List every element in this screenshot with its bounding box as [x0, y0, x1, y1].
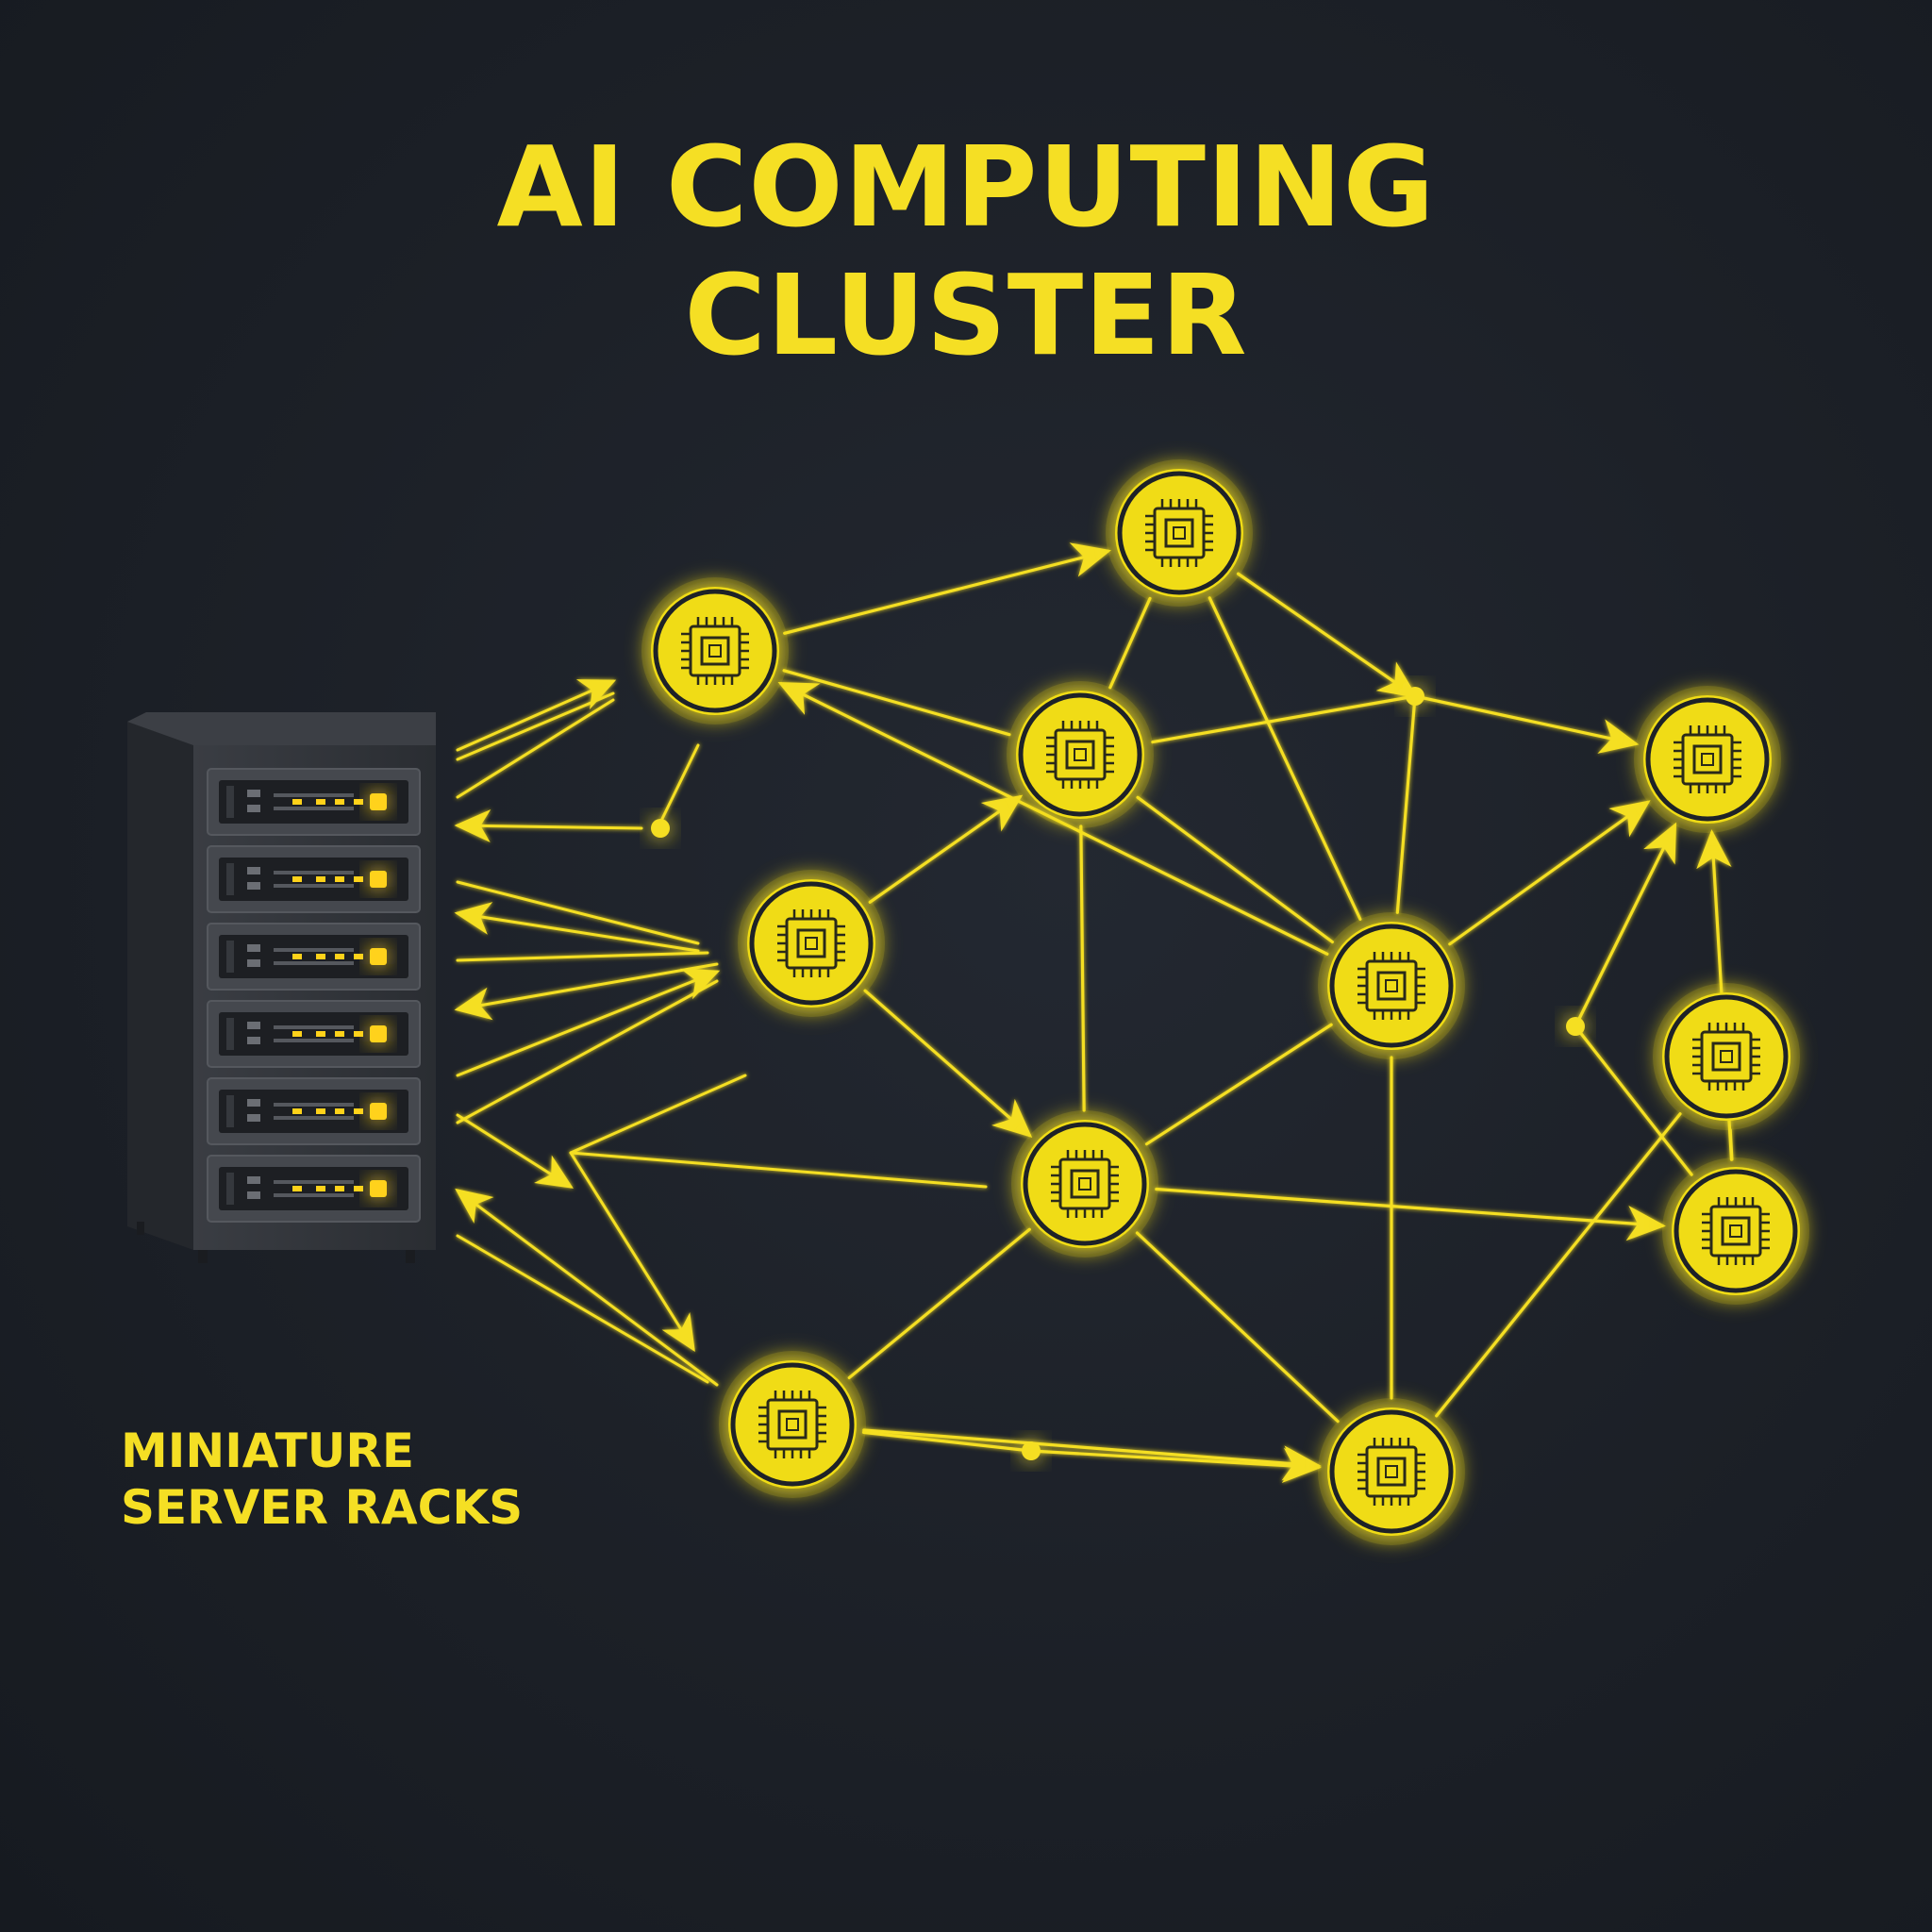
rack-unit-2	[207, 845, 421, 913]
junction-dot	[1406, 687, 1424, 706]
rack-unit-3	[207, 923, 421, 991]
edge-n2-n3	[1108, 596, 1152, 690]
edge-n7-n10	[1135, 1231, 1340, 1424]
junction-dot	[1022, 1441, 1041, 1460]
rack-unit-6	[207, 1155, 421, 1223]
cluster-node-n9	[1662, 1158, 1809, 1305]
edge-n7-n8	[847, 1227, 1031, 1380]
edge-n3-n6	[1136, 795, 1334, 944]
rack-link-13	[569, 1151, 988, 1189]
edge-n9-j3	[1574, 1024, 1693, 1176]
edge-j1-n3	[1151, 694, 1417, 744]
rack-link-7	[456, 951, 709, 962]
rack-link-6	[454, 902, 700, 953]
edge-j1-n6	[1395, 694, 1417, 914]
rack-link-9	[456, 968, 721, 1077]
cluster-node-n10	[1318, 1398, 1465, 1545]
cpu-chip-icon	[1357, 1438, 1425, 1506]
edge-n10-n11	[1435, 1112, 1682, 1418]
cpu-chip-icon	[1051, 1150, 1119, 1218]
cpu-chip-icon	[681, 617, 749, 685]
page-title: AI COMPUTING CLUSTER	[0, 123, 1932, 379]
server-rack-icon	[127, 712, 436, 1263]
edge-n7-n9	[1155, 1187, 1666, 1241]
status-led-icon	[370, 948, 387, 965]
rack-link-14	[569, 1151, 695, 1352]
edge-j4-n10	[1029, 1447, 1322, 1484]
edge-j1-n4	[1413, 694, 1640, 754]
status-led-icon	[370, 793, 387, 810]
rack-unit-5	[207, 1077, 421, 1145]
rack-link-11	[456, 1113, 574, 1189]
cluster-node-n1	[641, 577, 789, 724]
edge-n5-n3	[868, 794, 1024, 904]
edge-n9-n11	[1728, 1128, 1734, 1161]
cpu-chip-icon	[777, 909, 845, 977]
cpu-chip-icon	[1046, 721, 1114, 789]
cpu-chip-icon	[1674, 725, 1741, 793]
rack-link-layer	[454, 679, 988, 1387]
rack-link-12	[569, 1074, 747, 1155]
cluster-node-n8	[719, 1351, 866, 1498]
cpu-chip-icon	[1692, 1023, 1760, 1091]
rack-unit-4	[207, 1000, 421, 1068]
rack-link-5	[456, 880, 700, 945]
cluster-node-n3	[1007, 681, 1154, 828]
edge-n1-n2	[783, 542, 1112, 635]
junction-dot	[651, 819, 670, 838]
status-led-icon	[370, 1103, 387, 1120]
cluster-node-n2	[1106, 459, 1253, 607]
rack-caption-line-1: MINIATURE	[121, 1424, 414, 1478]
edge-n8-n10	[862, 1428, 1322, 1481]
cpu-chip-icon	[1145, 499, 1213, 567]
edge-n2-n6	[1208, 596, 1362, 921]
edge-n1-n3	[782, 669, 1011, 737]
cpu-chip-icon	[1357, 952, 1425, 1020]
rack-link-4	[454, 809, 643, 843]
edge-layer	[777, 542, 1734, 1484]
rack-link-17	[658, 743, 700, 824]
junction-layer	[651, 687, 1585, 1460]
title-line-2: CLUSTER	[684, 250, 1248, 380]
rack-link-3	[456, 698, 615, 799]
rack-caption-line-2: SERVER RACKS	[121, 1480, 524, 1535]
title-line-1: AI COMPUTING	[496, 122, 1436, 252]
rack-unit-1	[207, 768, 421, 836]
edge-n8-j4	[861, 1430, 1033, 1453]
rack-link-15	[455, 1188, 719, 1387]
cluster-node-n4	[1634, 686, 1781, 833]
edge-n2-j1	[1236, 572, 1419, 699]
rack-link-16	[456, 1234, 709, 1384]
edge-n5-n7	[863, 989, 1033, 1138]
edge-j3-n4	[1574, 822, 1677, 1028]
edge-n3-n7	[1079, 824, 1086, 1112]
cpu-chip-icon	[758, 1391, 826, 1458]
rack-link-2	[456, 691, 615, 761]
node-layer	[641, 459, 1809, 1545]
edge-n6-n7	[1144, 1023, 1333, 1146]
edge-n6-n4	[1448, 800, 1651, 946]
status-led-icon	[370, 1025, 387, 1042]
junction-dot	[1566, 1017, 1585, 1036]
cluster-node-n11	[1653, 983, 1800, 1130]
status-led-icon	[370, 1180, 387, 1197]
rack-link-8	[454, 962, 719, 1021]
rack-caption: MINIATURE SERVER RACKS	[121, 1423, 523, 1536]
status-led-icon	[370, 871, 387, 888]
cluster-node-n7	[1011, 1110, 1158, 1257]
rack-unit-group	[207, 768, 421, 1223]
rack-link-10	[456, 979, 719, 1124]
cpu-chip-icon	[1702, 1197, 1770, 1265]
cluster-node-n5	[738, 870, 885, 1017]
rack-link-1	[456, 679, 617, 752]
cluster-node-n6	[1318, 912, 1465, 1059]
